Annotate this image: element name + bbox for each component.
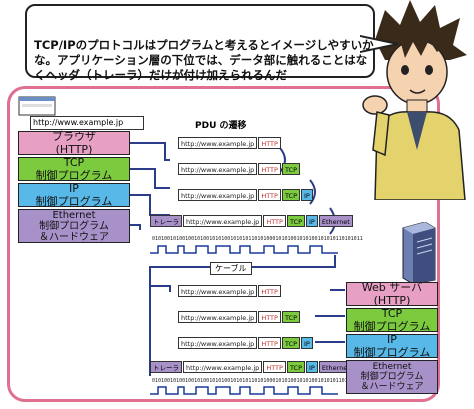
pdu-data-field: http://www.example.jp bbox=[178, 285, 258, 297]
character-illustration bbox=[362, 0, 467, 200]
pdu-http-header: HTTP bbox=[258, 337, 281, 349]
pdu-tcp-header: TCP bbox=[286, 215, 306, 227]
pdu-tcp-header: TCP bbox=[286, 361, 306, 373]
pdu-row-ip: http://www.example.jp HTTP TCP IP bbox=[178, 189, 314, 201]
client-layer-tcp: TCP 制御プログラム bbox=[18, 156, 130, 182]
server-layer-ethernet: Ethernet 制御プログラム ＆ハードウェア bbox=[346, 360, 438, 394]
pdu-row-tcp: http://www.example.jp HTTP TCP bbox=[178, 163, 301, 175]
cable-label: ケーブル bbox=[210, 262, 252, 275]
pdu-data-field: http://www.example.jp bbox=[178, 189, 258, 201]
browser-window-icon bbox=[18, 96, 56, 116]
pdu-trailer: トレーラ bbox=[150, 215, 182, 227]
signal-waveform-top bbox=[150, 245, 338, 254]
pdu-data-field: http://www.example.jp bbox=[178, 163, 258, 175]
pdu-data-field: http://www.example.jp bbox=[183, 361, 263, 373]
diagram-frame bbox=[7, 86, 440, 402]
pdu-ip-header: IP bbox=[301, 189, 313, 201]
pdu-data-field: http://www.example.jp bbox=[178, 137, 258, 149]
pdu-row-ethernet: トレーラ http://www.example.jp HTTP TCP IP E… bbox=[150, 215, 354, 227]
pdu-data-field: http://www.example.jp bbox=[183, 215, 263, 227]
pdu-row-tcp-server: http://www.example.jp HTTP TCP bbox=[178, 311, 301, 323]
pdu-tcp-header: TCP bbox=[281, 163, 301, 175]
pdu-ethernet-header: Ethernet bbox=[318, 361, 353, 373]
server-layer-ip: IP 制御プログラム bbox=[346, 333, 438, 359]
pdu-http-header: HTTP bbox=[263, 215, 286, 227]
pdu-row-ethernet-server: トレーラ http://www.example.jp HTTP TCP IP E… bbox=[150, 361, 354, 373]
pdu-tcp-header: TCP bbox=[281, 311, 301, 323]
client-layer-ethernet: Ethernet 制御プログラム ＆ハードウェア bbox=[18, 209, 130, 243]
pdu-tcp-header: TCP bbox=[281, 189, 301, 201]
bubble-tail bbox=[360, 34, 399, 54]
bit-stream-bottom: 0101001010010010100101010010101011010100… bbox=[152, 378, 363, 384]
pdu-trailer: トレーラ bbox=[150, 361, 182, 373]
pdu-data-field: http://www.example.jp bbox=[178, 311, 258, 323]
pdu-ip-header: IP bbox=[301, 337, 313, 349]
bit-stream-top: 0101001010010010100101010010101011010100… bbox=[152, 236, 363, 242]
pdu-title: PDU の遷移 bbox=[195, 121, 247, 131]
speech-bubble-text: TCP/IPのプロトコルはプログラムと考えるとイメージしやすいかな。アプリケーシ… bbox=[34, 38, 374, 82]
pdu-http-header: HTTP bbox=[258, 137, 281, 149]
server-layer-http: Web サーバ (HTTP) bbox=[346, 281, 438, 307]
pdu-row-ip-server: http://www.example.jp HTTP TCP IP bbox=[178, 337, 314, 349]
pdu-http-header: HTTP bbox=[258, 311, 281, 323]
pdu-http-header: HTTP bbox=[263, 361, 286, 373]
speech-bubble bbox=[25, 4, 375, 78]
pdu-row-http: http://www.example.jp HTTP bbox=[178, 137, 282, 149]
client-stack: ブラウザ (HTTP) TCP 制御プログラム IP 制御プログラム Ether… bbox=[18, 130, 130, 243]
pdu-ip-header: IP bbox=[306, 361, 318, 373]
pdu-http-header: HTTP bbox=[258, 285, 281, 297]
pdu-http-header: HTTP bbox=[258, 163, 281, 175]
server-stack: Web サーバ (HTTP) TCP 制御プログラム IP 制御プログラム Et… bbox=[346, 281, 438, 396]
signal-waveform-bottom bbox=[150, 386, 338, 395]
pdu-http-header: HTTP bbox=[258, 189, 281, 201]
pdu-ip-header: IP bbox=[306, 215, 318, 227]
server-layer-tcp: TCP 制御プログラム bbox=[346, 307, 438, 333]
pdu-ethernet-header: Ethernet bbox=[318, 215, 353, 227]
pdu-data-field: http://www.example.jp bbox=[178, 337, 258, 349]
client-layer-ip: IP 制御プログラム bbox=[18, 182, 130, 208]
client-url-bar: http://www.example.jp bbox=[30, 116, 144, 130]
server-icon bbox=[402, 222, 436, 284]
pdu-tcp-header: TCP bbox=[281, 337, 301, 349]
client-layer-http: ブラウザ (HTTP) bbox=[18, 130, 130, 156]
pdu-row-http-server: http://www.example.jp HTTP bbox=[178, 285, 282, 297]
